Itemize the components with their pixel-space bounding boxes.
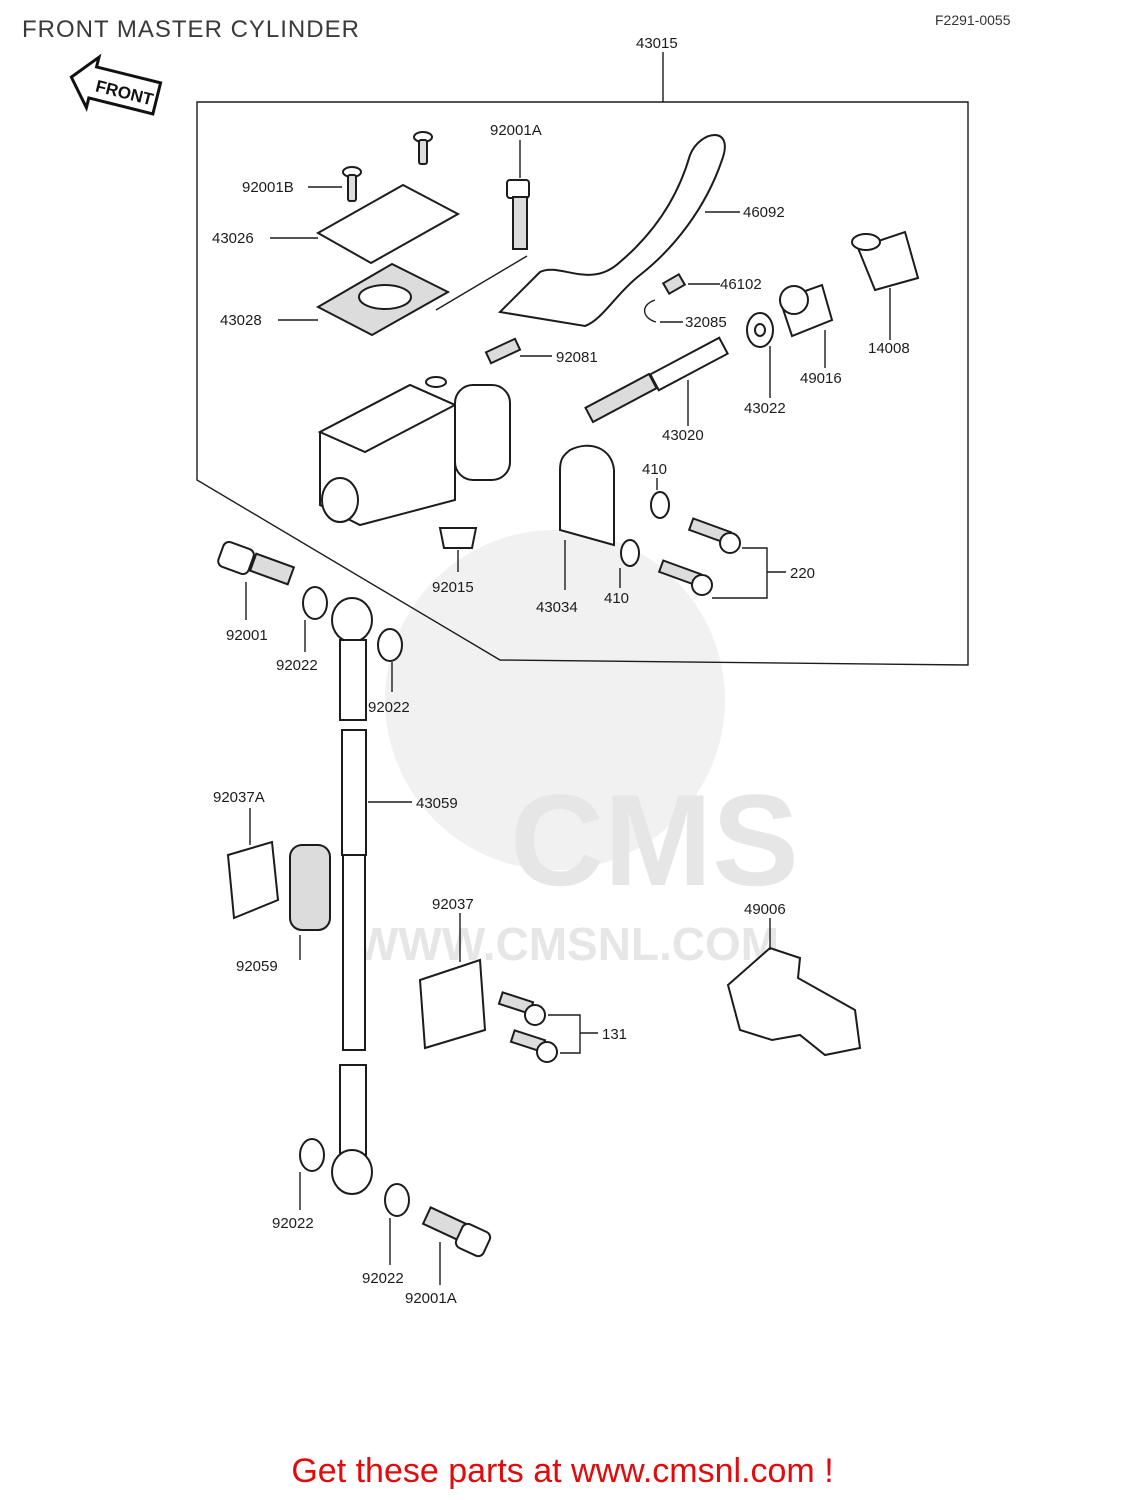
part-label: 43026 [212, 230, 254, 247]
part-label: 92022 [368, 699, 410, 716]
part-label: 43028 [220, 312, 262, 329]
part-label: 92001B [242, 179, 294, 196]
cover-49006 [726, 946, 862, 1057]
part-label: 410 [604, 590, 629, 607]
reservoir-cap-43026 [315, 183, 461, 265]
assembly-outline [196, 101, 969, 666]
part-label: 14008 [868, 340, 910, 357]
banjo-bolt-92001 [217, 541, 296, 586]
part-label: 92059 [236, 958, 278, 975]
watermark-brand: CMS [510, 767, 799, 913]
spring-46102 [661, 272, 687, 296]
part-label: 43034 [536, 599, 578, 616]
diagram-code: F2291-0055 [935, 12, 1011, 28]
part-label: 92022 [276, 657, 318, 674]
part-label: 92015 [432, 579, 474, 596]
part-label: 46092 [743, 204, 785, 221]
watermark-mascot [385, 530, 725, 870]
part-label: 92037A [213, 789, 265, 806]
grommet-92059 [289, 844, 331, 931]
clamp-43034 [559, 444, 615, 547]
part-labels: 43015 92001A 92001B 46092 43026 46102 43… [212, 35, 910, 1307]
part-label: 32085 [685, 314, 727, 331]
parts-diagram: CMS WWW.CMSNL.COM FRONT [69, 35, 969, 1307]
part-label: 49006 [744, 901, 786, 918]
part-label: 43059 [416, 795, 458, 812]
part-label: 46102 [720, 276, 762, 293]
part-label: 49016 [800, 370, 842, 387]
part-label: 410 [642, 461, 667, 478]
clamp-92037 [418, 958, 487, 1050]
bolts-220 [657, 517, 741, 596]
bolts-131 [497, 991, 558, 1063]
screw-92001b [342, 131, 433, 202]
part-label: 92081 [556, 349, 598, 366]
part-label: 92022 [362, 1270, 404, 1287]
part-label: 92022 [272, 1215, 314, 1232]
pivot-bolt-92001a [506, 179, 530, 250]
clip-32085 [643, 299, 657, 323]
washer-92022-b [377, 628, 403, 662]
part-label: 43020 [662, 427, 704, 444]
page-title: FRONT MASTER CYLINDER [22, 16, 360, 43]
part-label: 220 [790, 565, 815, 582]
part-label: 43015 [636, 35, 678, 52]
watermark-url: WWW.CMSNL.COM [355, 918, 779, 970]
lever-46092 [497, 134, 726, 328]
front-arrow-icon: FRONT [69, 53, 163, 116]
brake-hose-43059 [331, 597, 373, 1195]
footer-link[interactable]: Get these parts at www.cmsnl.com ! [291, 1452, 834, 1490]
part-label: 92037 [432, 896, 474, 913]
washer-92022-a [302, 586, 328, 620]
part-label: 92001A [490, 122, 542, 139]
washer-410-upper [650, 491, 670, 519]
washer-92022-c [299, 1138, 325, 1172]
part-label: 43022 [744, 400, 786, 417]
hose-clamp-92037a [226, 840, 280, 920]
spring-92081 [484, 337, 522, 365]
watermark: CMS WWW.CMSNL.COM [355, 530, 799, 970]
part-label: 92001 [226, 627, 268, 644]
washer-410-lower [620, 539, 640, 567]
part-label: 131 [602, 1026, 627, 1043]
piston-43020 [584, 336, 730, 424]
cap-92015 [438, 527, 478, 549]
washer-92022-d [384, 1183, 410, 1217]
part-label: 92001A [405, 1290, 457, 1307]
banjo-bolt-92001a-lower [421, 1206, 492, 1258]
master-cylinder-body [317, 376, 511, 527]
